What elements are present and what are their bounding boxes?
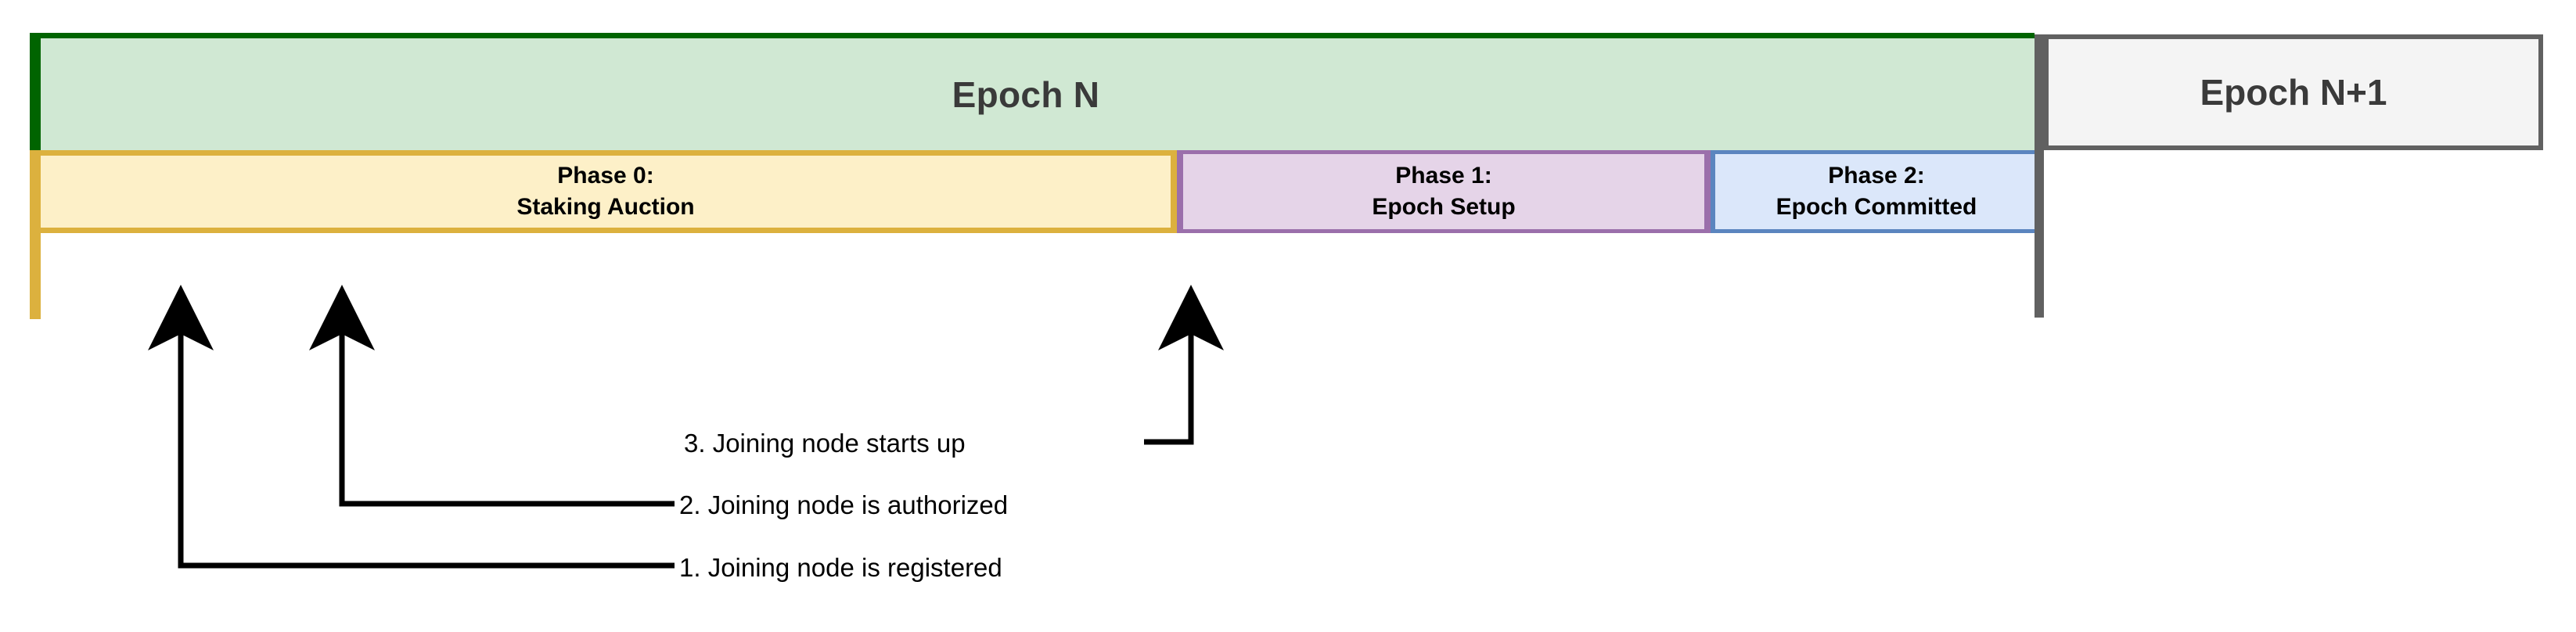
- annotation-label-1: 1. Joining node is registered: [679, 553, 1002, 582]
- phase-0-subtitle: Staking Auction: [516, 194, 695, 220]
- phase-1-title: Phase 1:: [1395, 163, 1492, 189]
- epoch-n-plus-1-band: Epoch N+1: [2044, 34, 2543, 150]
- phase-0-left-spine: [30, 233, 41, 319]
- phase-2-epoch-committed: Phase 2: Epoch Committed: [1711, 150, 2035, 233]
- connector-annotation-2: [309, 285, 675, 507]
- phase-2-subtitle: Epoch Committed: [1775, 194, 1977, 220]
- annotation-label-2: 2. Joining node is authorized: [679, 490, 1009, 519]
- phase-1-epoch-setup: Phase 1: Epoch Setup: [1177, 150, 1711, 233]
- phase-2-title: Phase 2:: [1828, 163, 1925, 189]
- annotation-label-3: 3. Joining node starts up: [684, 429, 966, 458]
- phase-1-subtitle: Epoch Setup: [1372, 194, 1516, 220]
- epoch-n-band: Epoch N: [30, 33, 2035, 150]
- epoch-n-label: Epoch N: [952, 74, 1100, 115]
- connector-annotation-1: [148, 285, 675, 569]
- phase-0-staking-auction: Phase 0: Staking Auction: [30, 150, 1177, 233]
- phase-0-title: Phase 0:: [557, 163, 654, 189]
- epoch-n-plus-1-label: Epoch N+1: [2200, 72, 2387, 113]
- connector-annotation-3: [1144, 285, 1224, 445]
- epoch-boundary-divider: [2035, 34, 2044, 318]
